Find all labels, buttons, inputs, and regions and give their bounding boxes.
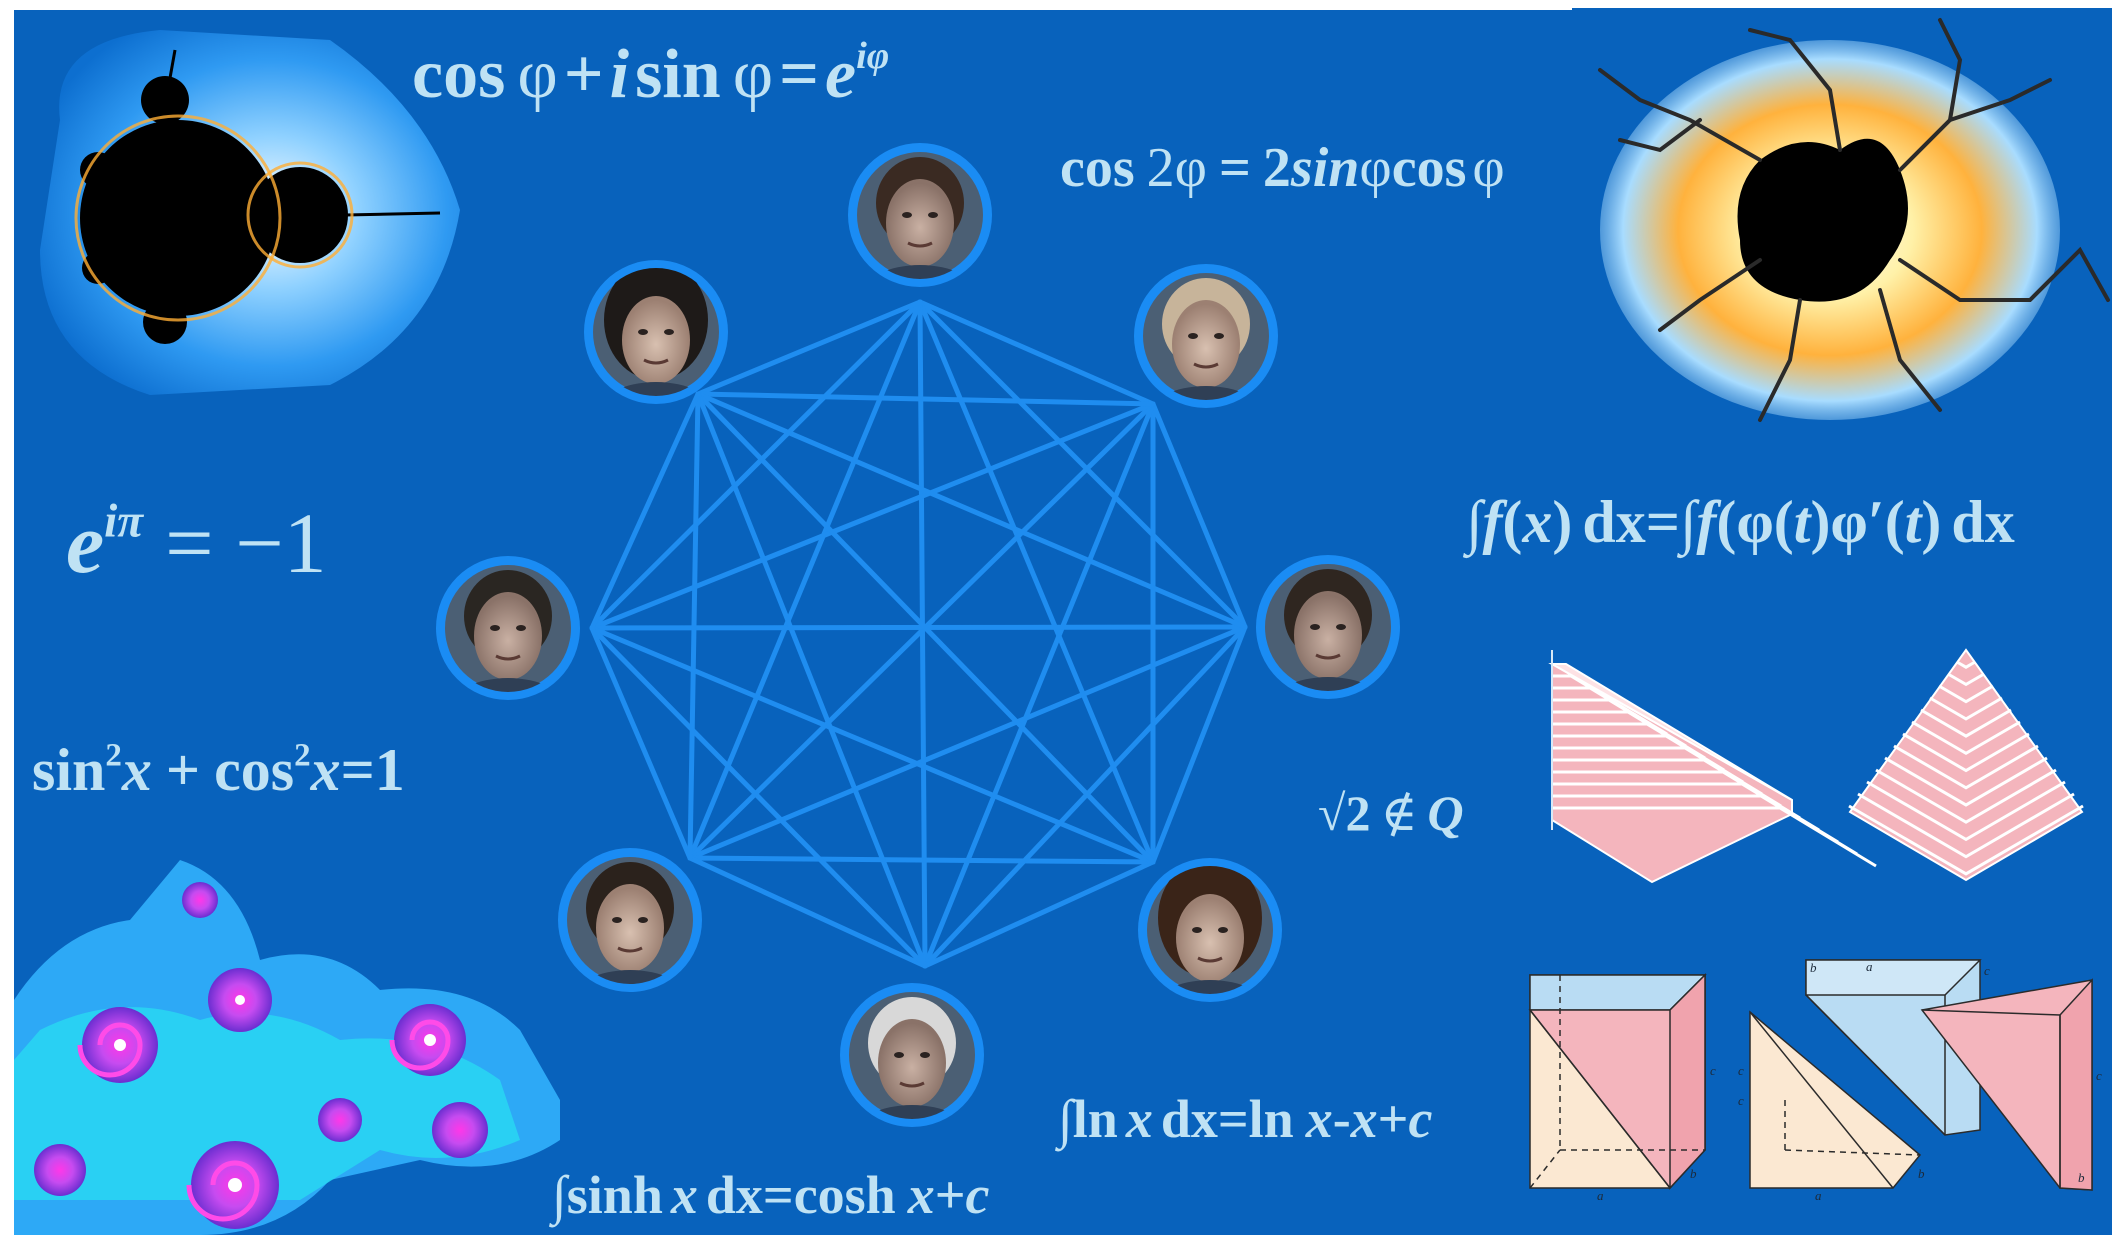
graph-edge (695, 299, 923, 397)
label-b-right-2: b (2078, 1170, 2085, 1185)
label-b-right-1: b (1918, 1166, 1925, 1181)
graph-edge (1150, 624, 1248, 865)
graph-edge (695, 391, 1156, 407)
graph-edge (687, 855, 928, 969)
portrait-woman-upper-left (584, 260, 728, 404)
label-c-left: c (1710, 1063, 1716, 1078)
portrait-man-bottom (840, 983, 984, 1127)
graph-edge (589, 625, 693, 861)
label-c-right-4: c (2096, 1068, 2102, 1083)
julia-fractal (1598, 18, 2110, 422)
complete-graph-nodes (436, 143, 1400, 1127)
pyramid-step-line (1875, 768, 2057, 824)
pyramid-step-line (1866, 780, 2066, 842)
graph-edge (589, 625, 928, 969)
formula-pythagorean: sin2x+cos2x=1 (32, 737, 405, 803)
formula-irrational: √2∉Q (1318, 785, 1464, 841)
portrait-man-top (848, 143, 992, 287)
spiral-fractal (14, 860, 560, 1235)
graph-edge (695, 391, 1156, 865)
label-c-right-3: c (1984, 963, 1990, 978)
graph-edge (917, 299, 928, 969)
graph-edge (695, 391, 1248, 630)
graph-edge (922, 624, 1248, 969)
portrait-man-lower-left (558, 848, 702, 992)
graph-edge (917, 299, 1156, 407)
label-c-right-2: c (1738, 1093, 1744, 1108)
formula-euler-identity: eiπ= −1 (66, 495, 327, 591)
pyramid-step-line (1848, 804, 2084, 876)
graph-edge (917, 299, 1248, 630)
complete-graph-edges (589, 299, 1248, 969)
pyramid-step-line (1956, 660, 1976, 669)
stair-step-line (1552, 806, 1877, 868)
stair-triangle-diagram (1548, 650, 1877, 884)
portrait-man-left (436, 556, 580, 700)
graph-edge (589, 624, 1248, 631)
portrait-man-upper-right (1134, 264, 1278, 408)
pyramid-step-line (1857, 792, 2075, 859)
pyramid-step-line (1947, 672, 1985, 687)
pyramid-step-line (1893, 744, 2039, 790)
pyramid-step-line (1884, 756, 2048, 807)
graph-edge (922, 859, 1156, 969)
prism-diagram-left (1528, 973, 1707, 1190)
graph-edge (687, 391, 701, 861)
pyramid-step-line (1929, 696, 2003, 721)
label-b-left: b (1690, 1166, 1697, 1181)
portrait-woman-lower-right (1138, 858, 1282, 1002)
mandelbrot-fractal (40, 30, 460, 395)
graph-edge (1150, 401, 1248, 630)
label-b-right-top: b (1810, 960, 1817, 975)
portrait-man-right (1256, 555, 1400, 699)
graph-edge (695, 391, 928, 969)
graph-edge (687, 855, 1156, 865)
graph-edge (589, 401, 1156, 631)
label-a-right-bottom: a (1815, 1188, 1822, 1203)
pyramid-step-line (1902, 732, 2030, 773)
stepped-pyramid-diagram (1848, 648, 2084, 882)
formula-substitution: ∫f(x)dx=∫f(φ(t)φ′(t)dx (1466, 489, 2015, 555)
label-a-right-top: a (1866, 959, 1873, 974)
pyramid-step-line (1911, 720, 2021, 756)
prism-diagram-right (1749, 959, 2093, 1191)
label-c-right-1: c (1738, 1063, 1744, 1078)
graph-edge (589, 625, 1156, 865)
graph-edge (922, 401, 1156, 969)
pyramid-step-line (1938, 684, 1994, 704)
graph-edge (589, 391, 701, 631)
graph-edge (589, 299, 923, 631)
pyramid-step-line (1920, 708, 2012, 738)
label-a-left: a (1597, 1188, 1604, 1203)
graph-edge (687, 401, 1156, 861)
